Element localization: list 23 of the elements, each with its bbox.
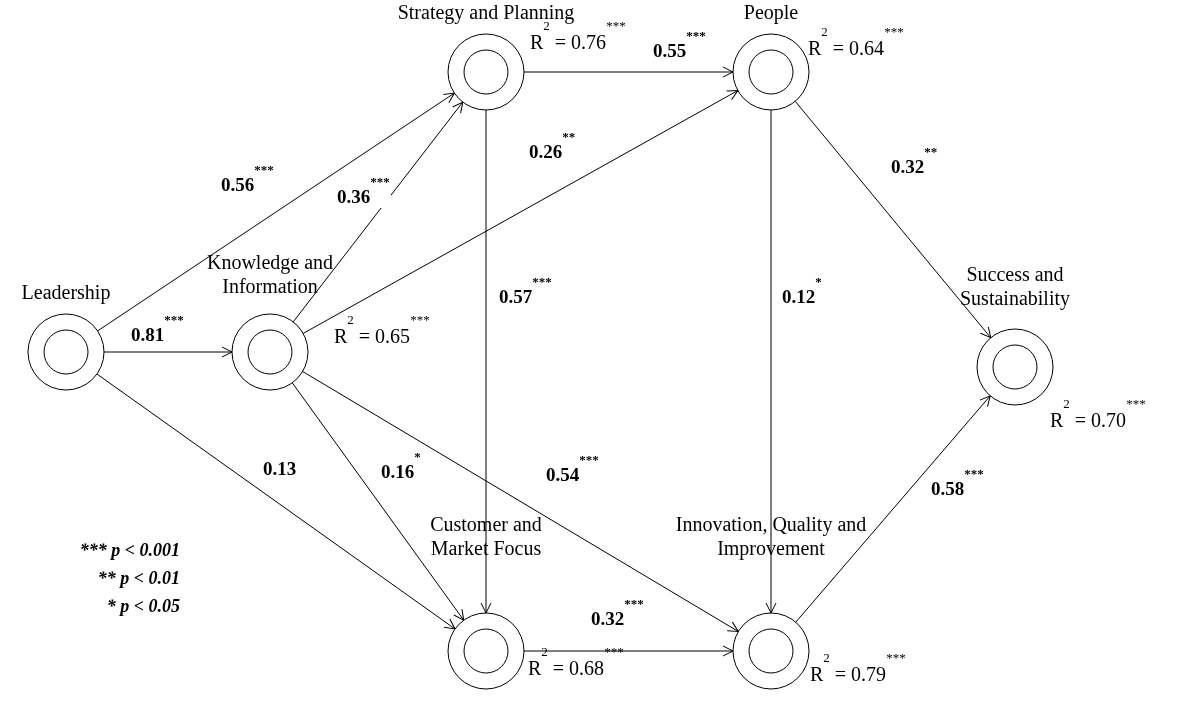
arrow [292, 101, 464, 323]
arrow [97, 92, 455, 332]
arrow [765, 109, 777, 614]
significance-note: ** p < 0.01 [97, 567, 180, 590]
arrow [96, 373, 456, 630]
arrow [103, 346, 233, 358]
node-label: Leadership [20, 280, 112, 304]
arrow [302, 90, 739, 334]
node-label: People [742, 0, 800, 24]
arrow [523, 66, 734, 78]
node-label: Knowledge and Information [205, 250, 335, 298]
arrow [480, 109, 492, 614]
significance-note: *** p < 0.001 [79, 539, 180, 562]
node-label: Innovation, Quality and Improvement [674, 512, 868, 560]
node-label: Success and Sustainability [959, 262, 1071, 310]
node-label: Strategy and Planning [396, 0, 576, 24]
arrow [291, 382, 465, 621]
arrow [523, 645, 734, 657]
arrow [302, 370, 739, 633]
significance-note: * p < 0.05 [106, 595, 180, 618]
arrow [794, 100, 992, 339]
node-label: Customer and Market Focus [429, 512, 543, 560]
arrow [795, 395, 991, 623]
